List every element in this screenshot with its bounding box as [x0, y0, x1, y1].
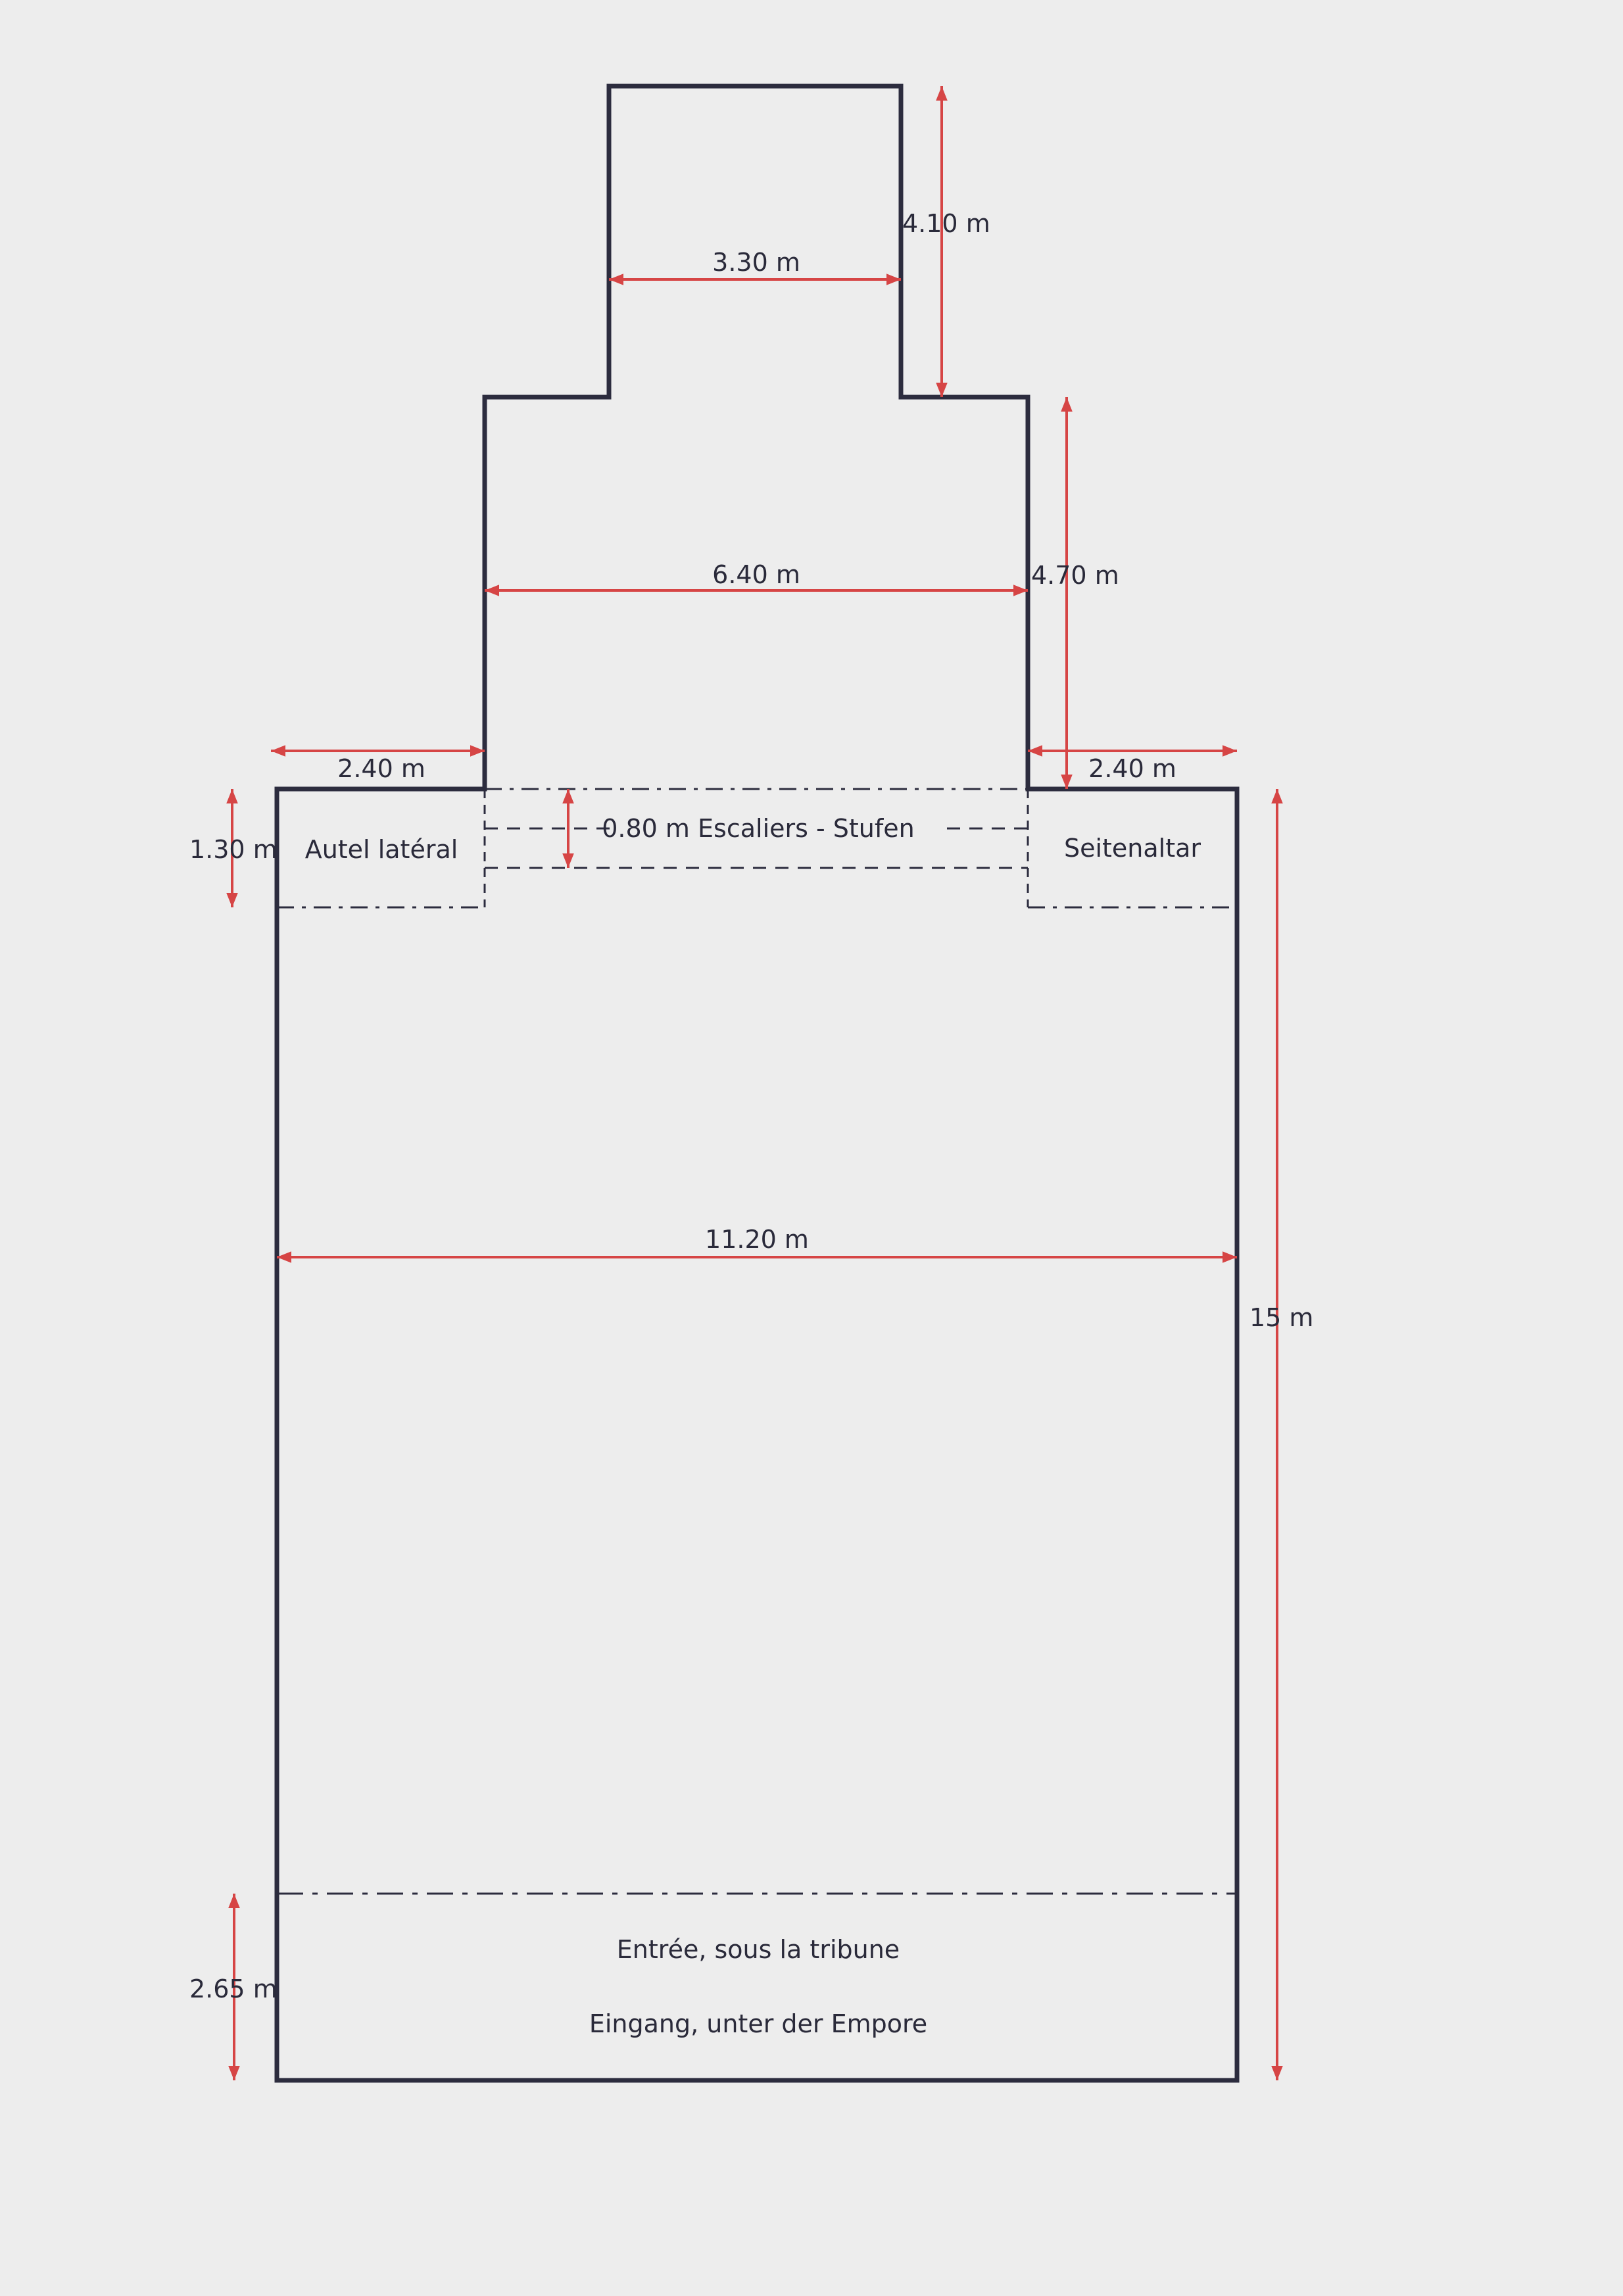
nave-length-label: 15 m: [1249, 1303, 1313, 1332]
church-outline: [274, 84, 1240, 2083]
steps-label: 0.80 m Escaliers - Stufen: [602, 814, 915, 843]
choir-width-label: 6.40 m: [712, 560, 800, 589]
apse-depth-label: 4.10 m: [902, 209, 990, 238]
nave-width-label: 11.20 m: [705, 1225, 809, 1254]
apse-width-label: 3.30 m: [712, 248, 800, 277]
side-altar-depth-label: 1.30 m: [189, 835, 278, 864]
entrance-depth-label: 2.65 m: [189, 1974, 278, 2003]
entrance-label-fr: Entrée, sous la tribune: [617, 1935, 900, 1964]
choir-depth-label: 4.70 m: [1031, 561, 1119, 590]
left-offset-label: 2.40 m: [337, 754, 425, 783]
steps-zone: [483, 788, 1029, 907]
right-offset-label: 2.40 m: [1088, 754, 1176, 783]
side-altar-left-label: Autel latéral: [305, 835, 458, 864]
entrance-label-de: Eingang, unter der Empore: [589, 2009, 927, 2038]
side-altar-right-label: Seitenaltar: [1064, 834, 1201, 863]
